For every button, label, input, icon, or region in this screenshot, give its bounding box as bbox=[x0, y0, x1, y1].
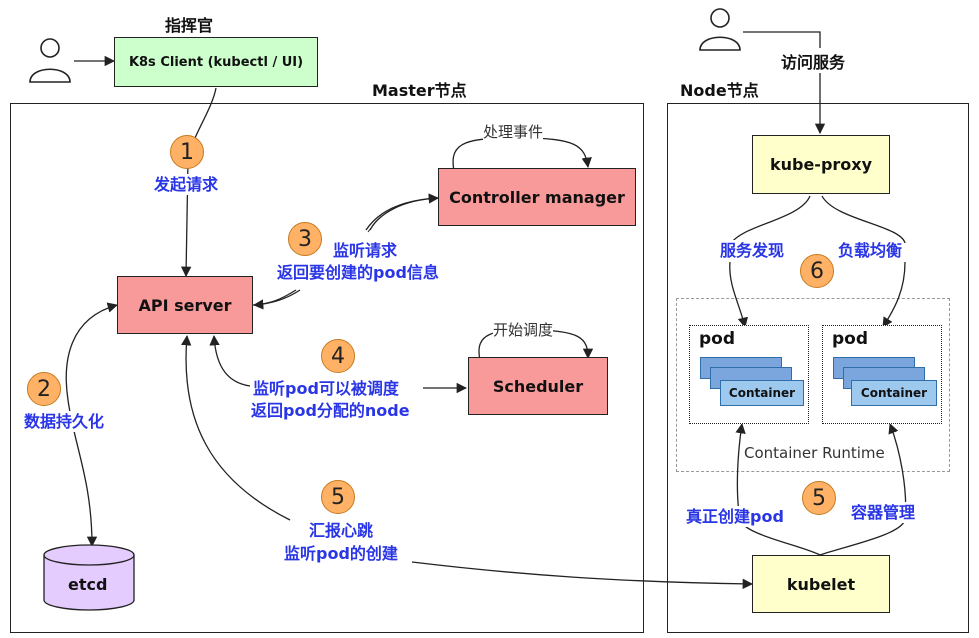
step-5-node-left: 真正创建pod bbox=[686, 506, 784, 527]
container-runtime-label: Container Runtime bbox=[744, 444, 885, 462]
step-6-left-text: 服务发现 bbox=[720, 240, 785, 261]
pod-1: pod Container bbox=[689, 325, 809, 424]
edge-api-etcd bbox=[65, 302, 119, 548]
controller-manager-box: Controller manager bbox=[438, 168, 636, 226]
step-5-line1: 汇报心跳 bbox=[309, 520, 374, 541]
step-4-line2: 返回pod分配的node bbox=[251, 400, 410, 421]
pod-2-title: pod bbox=[832, 329, 869, 349]
edge-proxy-pod1 bbox=[729, 195, 811, 327]
step-5-badge-node: 5 bbox=[802, 481, 836, 515]
controller-loop-label: 处理事件 bbox=[483, 121, 544, 142]
scheduler-loop-label: 开始调度 bbox=[493, 319, 554, 340]
edge-kubelet-api bbox=[181, 334, 291, 521]
step-4-line1: 监听pod可以被调度 bbox=[253, 378, 399, 399]
container-runtime-area bbox=[676, 298, 950, 472]
user-icon-2 bbox=[699, 8, 741, 51]
step-5-badge-master: 5 bbox=[321, 480, 355, 514]
step-3-line2: 返回要创建的pod信息 bbox=[277, 262, 439, 283]
step-5-node-right: 容器管理 bbox=[851, 502, 916, 523]
user-icon bbox=[29, 38, 71, 83]
edge-scheduler-api bbox=[209, 334, 251, 387]
loop-controller bbox=[452, 137, 592, 172]
pod-2: pod Container bbox=[822, 325, 942, 424]
api-server-box: API server bbox=[117, 276, 253, 334]
commander-label: 指挥官 bbox=[165, 16, 214, 35]
step-5-line2: 监听pod的创建 bbox=[284, 543, 398, 564]
step-3-badge: 3 bbox=[288, 222, 322, 256]
pod-1-title: pod bbox=[699, 329, 736, 349]
etcd-cylinder bbox=[43, 544, 135, 611]
step-2-badge: 2 bbox=[27, 372, 61, 406]
edge-proxy-pod2 bbox=[821, 195, 906, 327]
step-6-badge: 6 bbox=[800, 254, 834, 288]
kubelet-box: kubelet bbox=[752, 555, 890, 613]
pod-2-container: Container bbox=[851, 380, 937, 406]
worker-node-title: Node节点 bbox=[680, 81, 759, 100]
step-4-badge: 4 bbox=[321, 339, 355, 373]
etcd-label: etcd bbox=[68, 575, 108, 594]
step-1-badge: 1 bbox=[170, 135, 204, 169]
step-3-line1: 监听请求 bbox=[333, 240, 398, 261]
step-2-text: 数据持久化 bbox=[24, 411, 105, 432]
edge-user2-proxy bbox=[743, 31, 820, 133]
k8s-client-box: K8s Client (kubectl / UI) bbox=[114, 37, 318, 87]
scheduler-box: Scheduler bbox=[468, 357, 608, 415]
step-1-text: 发起请求 bbox=[154, 174, 219, 195]
master-node-title: Master节点 bbox=[372, 81, 467, 100]
step-6-right-text: 负载均衡 bbox=[838, 240, 903, 261]
access-service-label: 访问服务 bbox=[781, 49, 846, 73]
pod-1-container: Container bbox=[720, 380, 804, 406]
kube-proxy-box: kube-proxy bbox=[752, 135, 890, 194]
